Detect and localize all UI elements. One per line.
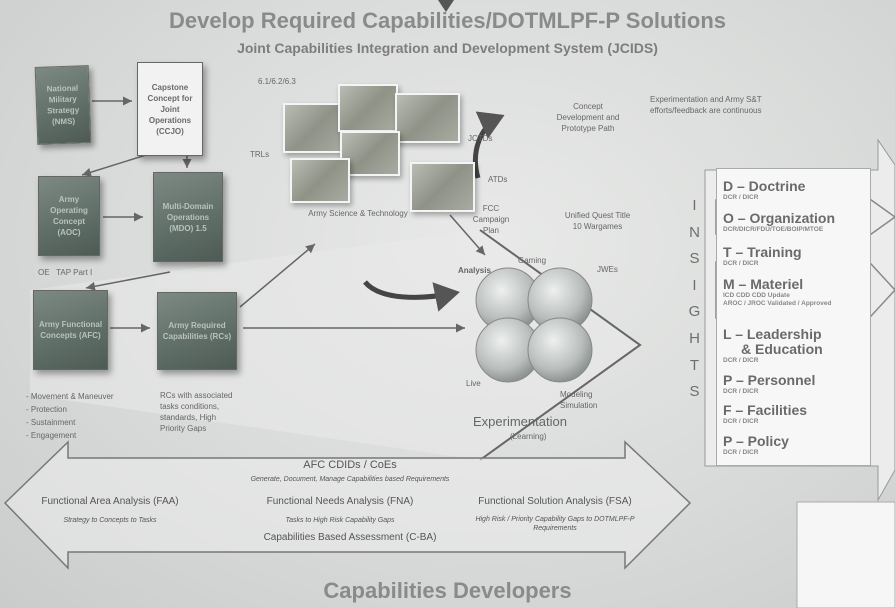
generate-label: Generate, Document, Manage Capabilities … (250, 476, 450, 483)
doc-rc: Army Required Capabilities (RCs) (157, 292, 237, 370)
fcc-label: FCC Campaign Plan (472, 204, 510, 235)
insights-letter: I (692, 197, 697, 214)
st-levels-label: 6.1/6.2/6.3 (258, 77, 296, 86)
footer-title: Capabilities Developers (323, 578, 572, 603)
trls-label: TRLs (250, 150, 270, 159)
fsa-label: Functional Solution Analysis (FSA) (478, 496, 632, 507)
st-photo (283, 103, 348, 153)
st-photo (410, 162, 475, 212)
faa-label: Functional Area Analysis (FAA) (41, 496, 179, 507)
concept-path-label: Concept Development and Prototype Path (556, 102, 620, 133)
st-photo (290, 158, 350, 203)
fna-sub-label: Tasks to High Risk Capability Gaps (285, 517, 395, 524)
st-photo (395, 93, 460, 143)
doc-ccjo: Capstone Concept for Joint Operations (C… (137, 62, 203, 156)
oe-tap-label: OE TAP Part I (38, 268, 93, 277)
function-item: - Protection (26, 405, 67, 414)
page-title: Develop Required Capabilities/DOTMLPF-P … (169, 8, 726, 33)
doc-aoc: Army Operating Concept (AOC) (38, 176, 100, 256)
fsa-sub-label: High Risk / Priority Capability Gaps to … (475, 516, 635, 532)
jctds-label: JCTDs (468, 134, 493, 143)
experimentation-note: Experimentation and Army S&T efforts/fee… (650, 95, 762, 115)
insights-letter: N (689, 223, 700, 241)
insights-letter: S (689, 250, 700, 268)
insights-letter: H (689, 329, 700, 347)
insights-column: I N S I G H T S (682, 197, 707, 410)
insights-letter: I (692, 276, 697, 294)
fna-label: Functional Needs Analysis (FNA) (266, 496, 414, 507)
page-subtitle: Joint Capabilities Integration and Devel… (237, 40, 658, 56)
dotmlpf-leadership: L – Leadership & Education DCR / DICR (723, 326, 823, 365)
function-item: - Movement & Maneuver (26, 392, 114, 401)
experimentation-label: Experimentation (473, 414, 567, 429)
insights-letter: G (688, 303, 701, 321)
modeling-label: Modeling Simulation (560, 390, 598, 410)
dotmlpf-organization: O – Organization DCR/DICR/FDU/TOE/BOIP/M… (723, 210, 836, 234)
st-photo (340, 131, 400, 176)
dotmlpf-personnel: P – Personnel DCR / DICR (723, 372, 816, 396)
analysis-label: Analysis (458, 266, 491, 275)
gaming-label: Gaming (518, 256, 547, 265)
insights-letter: S (689, 383, 700, 401)
learning-label: (Learning) (510, 432, 547, 441)
rc-note: RCs with associated tasks conditions, st… (160, 391, 233, 433)
function-list: - Movement & Maneuver - Protection - Sus… (26, 390, 136, 442)
faa-sub-label: Strategy to Concepts to Tasks (63, 517, 157, 524)
cba-arrow (3, 440, 692, 570)
function-item: - Sustainment (26, 418, 76, 427)
cba-label: Capabilities Based Assessment (C-BA) (263, 532, 437, 543)
dotmlpf-facilities: F – Facilities DCR / DICR (723, 402, 808, 426)
dotmlpf-panel: D – Doctrine DCR / DICR O – Organization… (716, 168, 871, 466)
dotmlpf-materiel: M – Materiel ICD CDD CDD Update AROC / J… (723, 276, 832, 308)
dotmlpf-doctrine: D – Doctrine DCR / DICR (723, 178, 806, 202)
doc-mdo: Multi-Domain Operations (MDO) 1.5 (153, 172, 223, 262)
live-label: Live (466, 379, 481, 388)
atds-label: ATDs (488, 175, 508, 184)
doc-nms: National Military Strategy (NMS) (34, 65, 92, 145)
st-photo (338, 84, 398, 132)
top-arrow-icon (438, 0, 454, 12)
insights-letter: T (689, 356, 700, 374)
jwes-label: JWEs (597, 265, 618, 274)
afc-cdids-label: AFC CDIDs / CoEs (303, 459, 397, 471)
doc-afc: Army Functional Concepts (AFC) (33, 290, 108, 370)
unified-quest-label: Unified Quest Title 10 Wargames (564, 211, 631, 231)
army-st-label: Army Science & Technology (308, 209, 408, 218)
function-item: - Engagement (26, 431, 77, 440)
dotmlpf-training: T – Training DCR / DICR (723, 244, 802, 268)
dotmlpf-policy: P – Policy DCR / DICR (723, 433, 789, 457)
